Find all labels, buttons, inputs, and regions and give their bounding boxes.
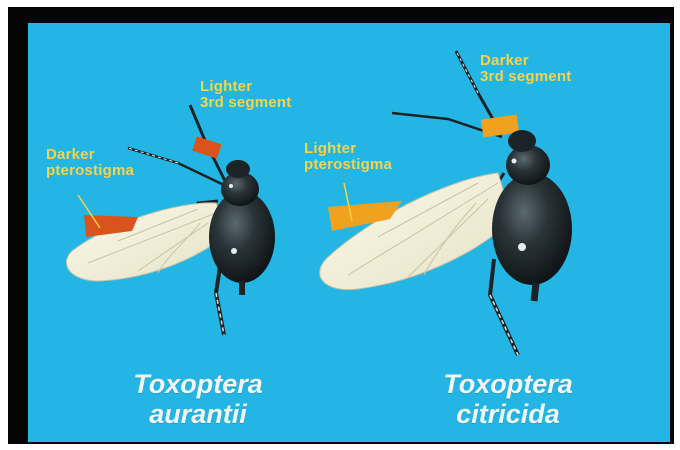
right-stigma-label: Lighter pterostigma [304,141,392,173]
aphid-left [66,105,275,335]
right-species-name: Toxoptera citricida [408,369,608,429]
right-thorax [506,145,550,185]
right-head [508,130,536,152]
left-segment-label: Lighter 3rd segment [200,79,291,111]
right-abdomen [492,173,572,285]
aphid-right [320,51,572,355]
left-head [226,160,250,178]
left-third-segment-marker [192,136,221,158]
right-segment-label: Darker 3rd segment [480,53,571,85]
left-stigma-label: Darker pterostigma [46,147,134,179]
slide-frame: Lighter 3rd segment Darker pterostigma D… [8,7,674,444]
left-species-name: Toxoptera aurantii [98,369,298,429]
slide-panel: Lighter 3rd segment Darker pterostigma D… [28,23,670,442]
right-wing [320,173,512,290]
